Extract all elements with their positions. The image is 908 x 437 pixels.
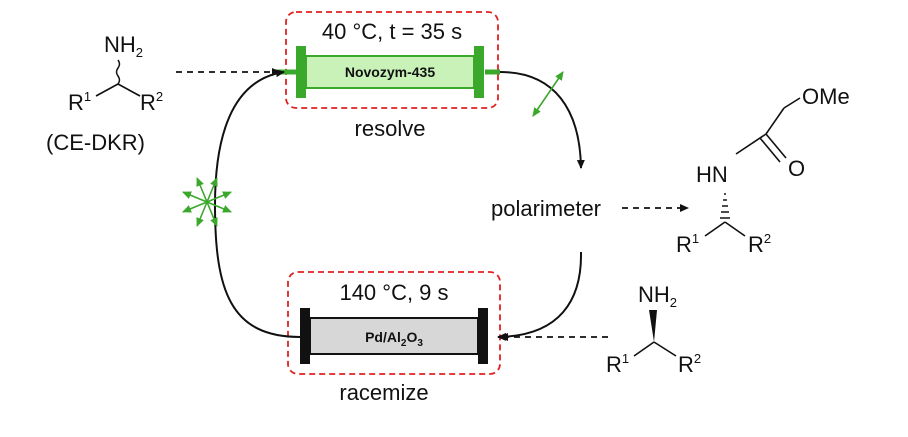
light-burst-ray — [206, 177, 218, 203]
amide-bond-r1 — [704, 221, 726, 237]
amine-product-bond-r2 — [653, 341, 677, 357]
substrate-bond-r1 — [95, 83, 119, 97]
column-bottom-cap-left — [300, 308, 310, 364]
column-top-cap-right — [474, 46, 484, 98]
substrate-amine-group: NH2 — [104, 32, 143, 60]
polarized-light-icon — [532, 71, 564, 117]
enzyme-label: Novozym-435 — [345, 64, 435, 80]
amide-bond-c-n — [735, 133, 767, 155]
light-burst-ray — [196, 201, 208, 227]
amide-r2: R2 — [748, 231, 771, 257]
column-bottom-body — [309, 317, 479, 355]
substrate-r1: R1 — [68, 89, 91, 115]
enzyme-column: Novozym-435 — [278, 46, 500, 98]
light-burst-ray — [182, 201, 208, 213]
product-enantiopure-amine: NH2 R1 R2 — [606, 282, 701, 377]
reactor-bottom-frame — [287, 271, 501, 375]
amide-bond-ch2-o — [783, 97, 801, 109]
reactor-top-conditions: 40 °C, t = 35 s — [322, 19, 462, 44]
amide-bond-ch2-co — [765, 107, 785, 135]
catalyst-column: Pd/Al2O3 — [300, 308, 488, 364]
amine-product-bond-r1 — [633, 341, 655, 357]
amide-carbonyl-double — [759, 137, 781, 163]
reactor-bottom: 140 °C, 9 s Pd/Al2O3 racemize — [287, 271, 501, 405]
reactor-bottom-conditions: 140 °C, 9 s — [339, 280, 448, 305]
amide-methoxy: OMe — [802, 84, 850, 109]
column-bottom-cap-right — [478, 308, 488, 364]
substrate-method-note: (CE-DKR) — [46, 130, 145, 155]
amide-oxygen: O — [788, 156, 805, 181]
amide-carbonyl-bond — [765, 133, 787, 159]
reactor-top-caption: resolve — [355, 116, 426, 141]
light-burst-ray — [206, 201, 232, 213]
substrate-bond-r2 — [117, 83, 141, 97]
light-burst-ray — [182, 191, 208, 203]
light-burst-ray — [206, 191, 232, 203]
arrow-racemize-to-resolve — [213, 69, 301, 338]
amine-product-group: NH2 — [638, 282, 677, 310]
polarimeter-label: polarimeter — [491, 196, 601, 221]
amide-hashed-wedge — [720, 193, 730, 219]
amine-product-r1: R1 — [606, 351, 629, 377]
catalyst-label: Pd/Al2O3 — [365, 329, 423, 349]
amide-bond-r2 — [724, 221, 746, 237]
amide-nh: HN — [696, 162, 728, 187]
amine-product-wedge — [649, 310, 657, 342]
product-methoxyacetamide: OMe O HN R1 R2 — [676, 84, 850, 257]
reactor-top-frame — [285, 11, 499, 109]
arrow-polarimeter-to-racemize — [497, 251, 583, 341]
light-burst-icon — [182, 177, 232, 227]
light-burst-ray — [206, 201, 218, 227]
reactor-top: 40 °C, t = 35 s Novozym-435 resolve — [278, 11, 500, 141]
substrate-r2: R2 — [140, 89, 163, 115]
light-burst-ray — [196, 177, 208, 203]
column-top-cap-left — [296, 46, 306, 98]
arrow-resolve-to-polarimeter — [499, 71, 585, 169]
substrate-racemic-amine: NH2 R1 R2 (CE-DKR) — [46, 32, 163, 155]
substrate-wavy-bond — [115, 59, 121, 85]
amine-product-r2: R2 — [678, 351, 701, 377]
amide-r1: R1 — [676, 231, 699, 257]
column-top-body — [305, 55, 475, 89]
reactor-bottom-caption: racemize — [339, 380, 428, 405]
